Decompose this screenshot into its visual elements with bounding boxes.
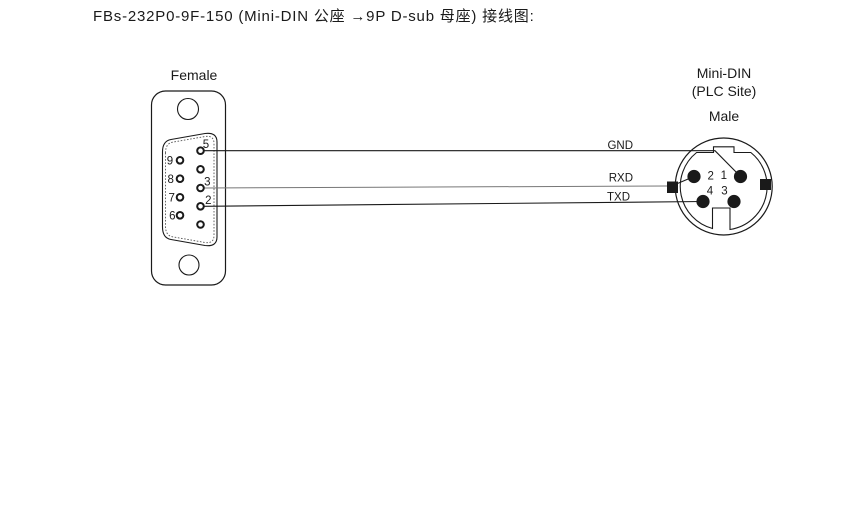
minidin-pin-label-1: 1 bbox=[721, 170, 727, 182]
dsub-pin-label-2: 2 bbox=[205, 195, 211, 207]
dsub-pin-3 bbox=[196, 183, 205, 193]
dsub-pin-label-7: 7 bbox=[168, 193, 174, 205]
dsub-pin-7 bbox=[175, 193, 185, 202]
dsub-pin-9 bbox=[175, 156, 185, 165]
minidin-side-key-right bbox=[760, 179, 771, 190]
wire-label-rxd: RXD bbox=[609, 173, 633, 185]
dsub-pin-6 bbox=[175, 211, 185, 220]
wire-label-txd: TXD bbox=[607, 192, 630, 204]
dsub-pin-label-5: 5 bbox=[203, 139, 209, 151]
minidin-gender-label: Male bbox=[709, 108, 740, 124]
dsub-pin-label-9: 9 bbox=[167, 156, 173, 168]
minidin-pin-1 bbox=[733, 169, 748, 184]
wire-rxd-run bbox=[204, 185, 668, 189]
diagram-title: FBs-232P0-9F-150 (Mini-DIN 公座 →9P D-sub … bbox=[93, 8, 535, 25]
minidin-pin-label-2: 2 bbox=[708, 171, 714, 183]
dsub-pin-label-3: 3 bbox=[204, 177, 210, 189]
minidin-site-label: (PLC Site) bbox=[692, 83, 757, 99]
dsub-pin-label-8: 8 bbox=[167, 174, 173, 186]
dsub-mounting-hole-bottom bbox=[178, 254, 200, 276]
dsub-pins bbox=[175, 146, 205, 229]
dsub-pin-1 bbox=[196, 220, 205, 229]
dsub-pin-label-6: 6 bbox=[169, 211, 175, 223]
minidin-side-key-left bbox=[667, 181, 678, 193]
dsub-pin-8 bbox=[175, 174, 185, 183]
minidin-pin-2 bbox=[687, 169, 701, 184]
dsub-pin-2 bbox=[196, 202, 205, 211]
minidin-type-label: Mini-DIN bbox=[697, 65, 751, 81]
dsub-mounting-hole-top bbox=[176, 97, 200, 121]
dsub-gender-label: Female bbox=[171, 67, 218, 83]
minidin-pin-label-4: 4 bbox=[707, 186, 714, 198]
wire-gnd bbox=[204, 150, 741, 177]
wire-label-gnd: GND bbox=[607, 140, 633, 152]
minidin-pin-label-3: 3 bbox=[721, 186, 727, 198]
dsub-pin-4 bbox=[196, 165, 205, 174]
dsub-pin-5 bbox=[196, 146, 205, 155]
wire-txd bbox=[204, 200, 704, 207]
minidin-pin-3 bbox=[727, 194, 741, 209]
minidin-pin-4 bbox=[696, 194, 710, 209]
